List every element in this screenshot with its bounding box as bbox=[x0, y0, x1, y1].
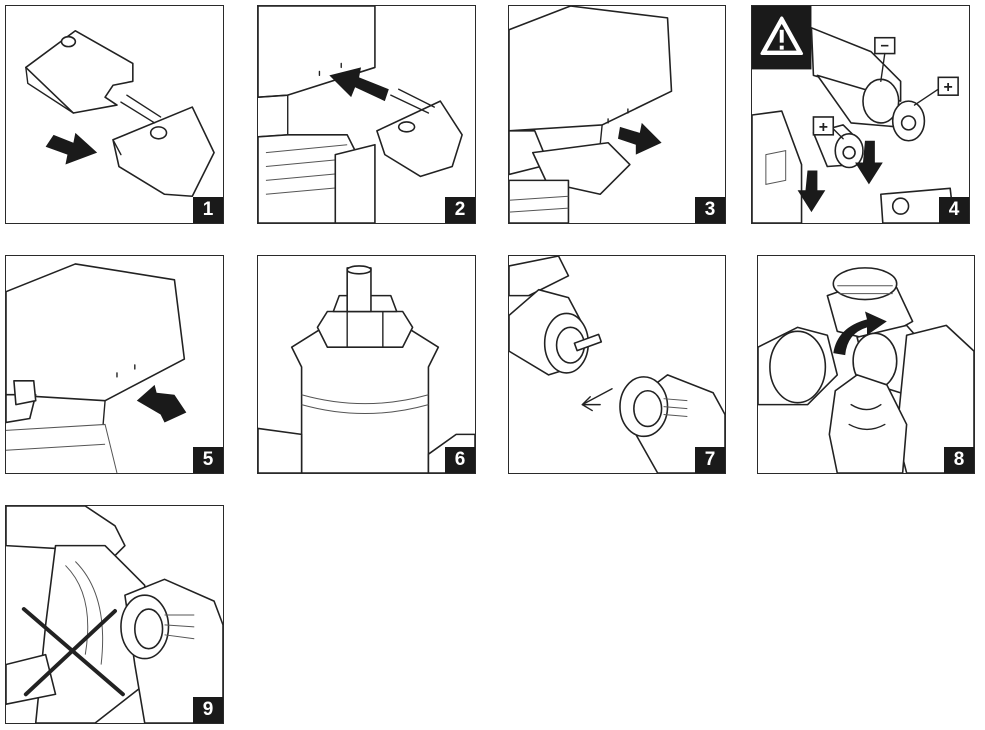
step-9-illustration bbox=[6, 506, 223, 723]
step-2-illustration bbox=[258, 6, 463, 223]
plus-symbol-box bbox=[937, 76, 959, 96]
arrow-left-icon bbox=[136, 384, 187, 423]
plus-symbol: + bbox=[944, 79, 953, 96]
step-4-panel: − + + 4 bbox=[751, 5, 970, 224]
step-number: 5 bbox=[193, 447, 223, 473]
step-1-illustration bbox=[25, 29, 215, 198]
step-5-illustration bbox=[6, 263, 187, 473]
step-8-panel: 8 bbox=[757, 255, 975, 474]
cross-line bbox=[23, 609, 117, 697]
step-2-panel: 2 bbox=[257, 5, 476, 224]
arrow-down-icon bbox=[797, 170, 826, 213]
step-6-panel: 6 bbox=[257, 255, 476, 474]
step-7-illustration bbox=[509, 256, 725, 473]
plus-symbol: + bbox=[819, 119, 828, 136]
arrow-down-icon bbox=[855, 140, 883, 185]
step-number: 1 bbox=[193, 197, 223, 223]
arrow-left-icon bbox=[329, 67, 389, 102]
arrow-right-icon bbox=[617, 122, 662, 155]
step-8-illustration bbox=[758, 267, 974, 473]
step-number: 8 bbox=[944, 447, 974, 473]
step-number: 3 bbox=[695, 197, 725, 223]
step-6-illustration bbox=[258, 265, 475, 473]
minus-symbol: − bbox=[880, 39, 889, 55]
plus-symbol-box bbox=[812, 116, 835, 136]
step-number: 6 bbox=[445, 447, 475, 473]
step-1-panel: 1 bbox=[5, 5, 224, 224]
step-3-illustration bbox=[509, 6, 673, 223]
step-number: 9 bbox=[193, 697, 223, 723]
step-7-panel: 7 bbox=[508, 255, 726, 474]
step-9-panel: 9 bbox=[5, 505, 224, 724]
step-3-panel: 3 bbox=[508, 5, 726, 224]
step-5-panel: 5 bbox=[5, 255, 224, 474]
step-4-illustration: − + + bbox=[752, 6, 959, 223]
step-number: 2 bbox=[445, 197, 475, 223]
step-number: 7 bbox=[695, 447, 725, 473]
arrow-left-icon bbox=[45, 132, 98, 165]
step-number: 4 bbox=[939, 197, 969, 223]
curved-arrow-icon bbox=[833, 311, 887, 356]
